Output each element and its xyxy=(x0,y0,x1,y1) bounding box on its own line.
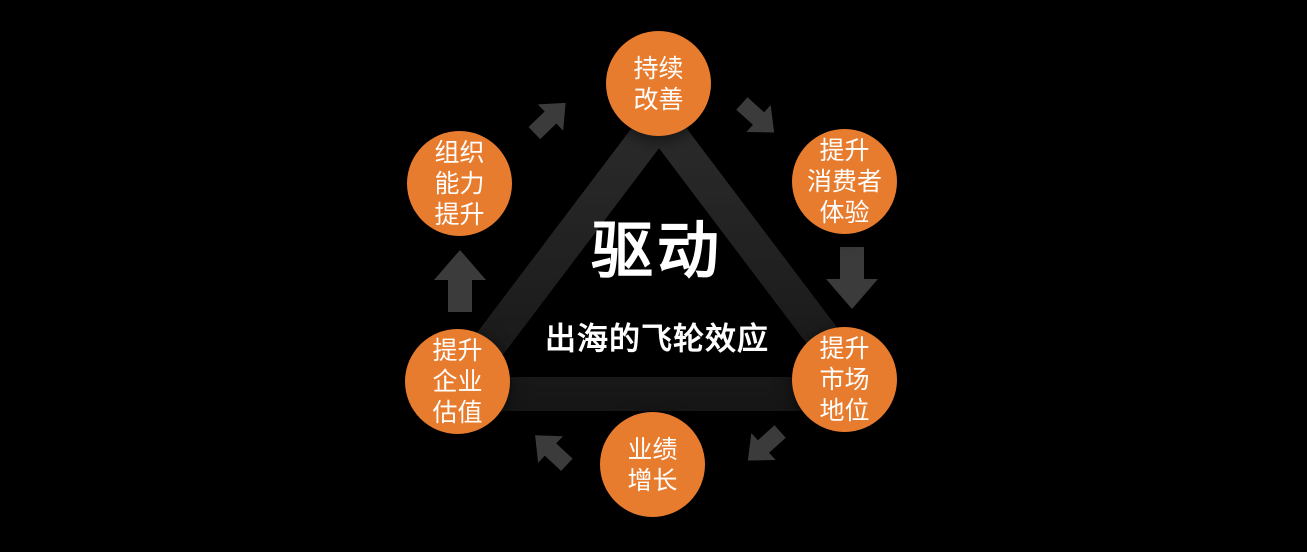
node-market-position: 提升 市场 地位 xyxy=(792,327,897,432)
arrow-up-right-icon xyxy=(528,102,566,140)
arrow-up-icon xyxy=(434,250,486,312)
arrow-down-left-icon xyxy=(747,425,786,461)
node-enterprise-valuation: 提升 企业 估值 xyxy=(405,329,510,434)
node-org-capability: 组织 能力 提升 xyxy=(407,131,512,236)
node-performance-growth: 业绩 增长 xyxy=(600,412,705,517)
node-continuous-improvement: 持续 改善 xyxy=(606,31,711,136)
diagram-subtitle: 出海的飞轮效应 xyxy=(545,321,769,358)
diagram-title: 驱动 xyxy=(590,214,724,287)
arrow-down-icon xyxy=(826,247,878,309)
triangle-ring xyxy=(435,103,883,411)
arrow-down-right-icon xyxy=(736,97,775,133)
arrow-up-left-icon xyxy=(535,435,573,471)
node-consumer-experience: 提升 消费者 体验 xyxy=(792,129,897,234)
